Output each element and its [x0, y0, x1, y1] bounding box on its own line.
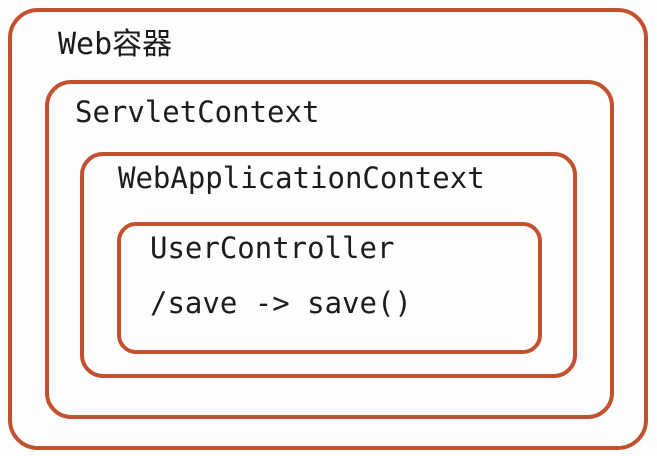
- user-controller-label: UserController: [150, 231, 395, 265]
- web-container-label: Web容器: [58, 27, 173, 62]
- servlet-context-box: ServletContext WebApplicationContext Use…: [45, 80, 614, 419]
- web-application-context-box: WebApplicationContext UserController /sa…: [80, 152, 577, 378]
- web-application-context-label: WebApplicationContext: [118, 161, 485, 195]
- web-container-box: Web容器 ServletContext WebApplicationConte…: [8, 8, 648, 450]
- user-controller-box: UserController /save -> save(): [117, 222, 542, 354]
- user-controller-mapping-label: /save -> save(): [150, 286, 412, 320]
- servlet-context-label: ServletContext: [75, 95, 320, 129]
